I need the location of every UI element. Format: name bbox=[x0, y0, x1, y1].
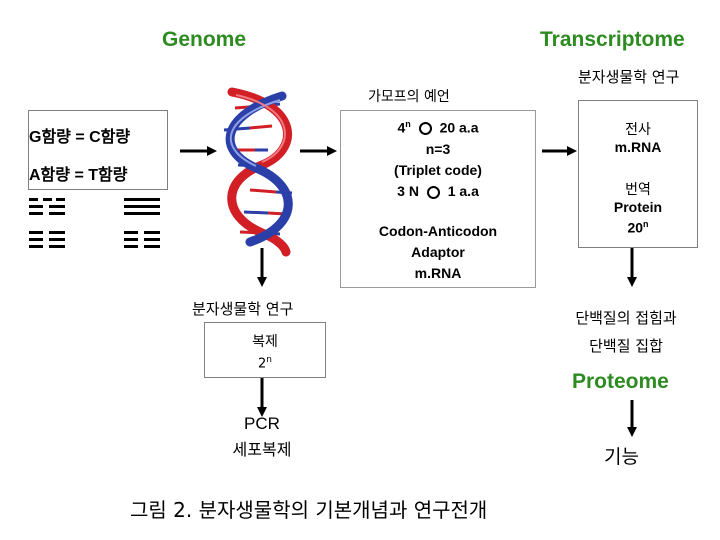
function-label: 기능 bbox=[604, 446, 639, 468]
at-content-label: A함량 = T함량 bbox=[29, 167, 128, 184]
prediction-line-4: 3 N 1 a.a bbox=[397, 183, 479, 199]
prediction-line-2: n=3 bbox=[425, 141, 451, 157]
prediction-line-7: m.RNA bbox=[414, 265, 462, 281]
protein-assembly-label: 단백질 집합 bbox=[589, 337, 663, 355]
transcriptome-header: Transcriptome bbox=[540, 28, 685, 51]
pcr-label: PCR bbox=[244, 414, 280, 433]
protein-folding-box: 단백질의 접힘과 단백질 집합 bbox=[548, 300, 704, 362]
prediction-line-3: (Triplet code) bbox=[394, 162, 482, 178]
replication-label: 복제 bbox=[252, 334, 278, 350]
transcription-box-title: 분자생물학 연구 bbox=[578, 68, 680, 86]
mrna-label: m.RNA bbox=[614, 139, 662, 155]
replication-count-label: 2n bbox=[258, 355, 272, 372]
prediction-line-5: Codon-Anticodon bbox=[378, 223, 498, 239]
cell-replication-label: 세포복제 bbox=[232, 440, 292, 459]
gamow-prediction-title: 가모프의 예언 bbox=[366, 86, 452, 106]
dna-strand-blue bbox=[225, 91, 293, 247]
replication-box: 복제 2n bbox=[204, 322, 326, 378]
circle-symbol bbox=[418, 122, 432, 136]
translation-label: 번역 bbox=[625, 182, 651, 198]
transcription-label: 전사 bbox=[625, 122, 651, 138]
dna-strand-red bbox=[227, 87, 292, 257]
prediction-line-6: Adaptor bbox=[411, 244, 465, 260]
replication-title: 분자생물학 연구 bbox=[192, 300, 294, 318]
circle-symbol bbox=[426, 185, 440, 199]
proteome-header: Proteome bbox=[572, 370, 669, 393]
protein-label: Protein bbox=[613, 199, 663, 215]
genome-header: Genome bbox=[162, 28, 247, 51]
prediction-line-1: 4n 20 a.a bbox=[397, 119, 479, 136]
trigram-left bbox=[29, 198, 65, 248]
gamow-prediction-box: 4n 20 a.a n=3 (Triplet code) 3 N 1 a.a C… bbox=[340, 110, 536, 288]
genome-box: G함량 = C함량 A함량 = T함량 bbox=[28, 110, 168, 190]
figure-caption: 그림 2. 분자생물학의 기본개념과 연구전개 bbox=[130, 498, 488, 522]
pcr-block: PCR 세포복제 bbox=[212, 414, 312, 460]
transcription-box: 전사 m.RNA 번역 Protein 20n bbox=[578, 100, 698, 248]
dna-base-pairs bbox=[223, 102, 293, 236]
protein-count-label: 20n bbox=[627, 219, 649, 236]
trigram-right bbox=[124, 198, 160, 248]
protein-folding-label: 단백질의 접힘과 bbox=[575, 309, 677, 327]
gc-content-label: G함량 = C함량 bbox=[29, 129, 131, 146]
